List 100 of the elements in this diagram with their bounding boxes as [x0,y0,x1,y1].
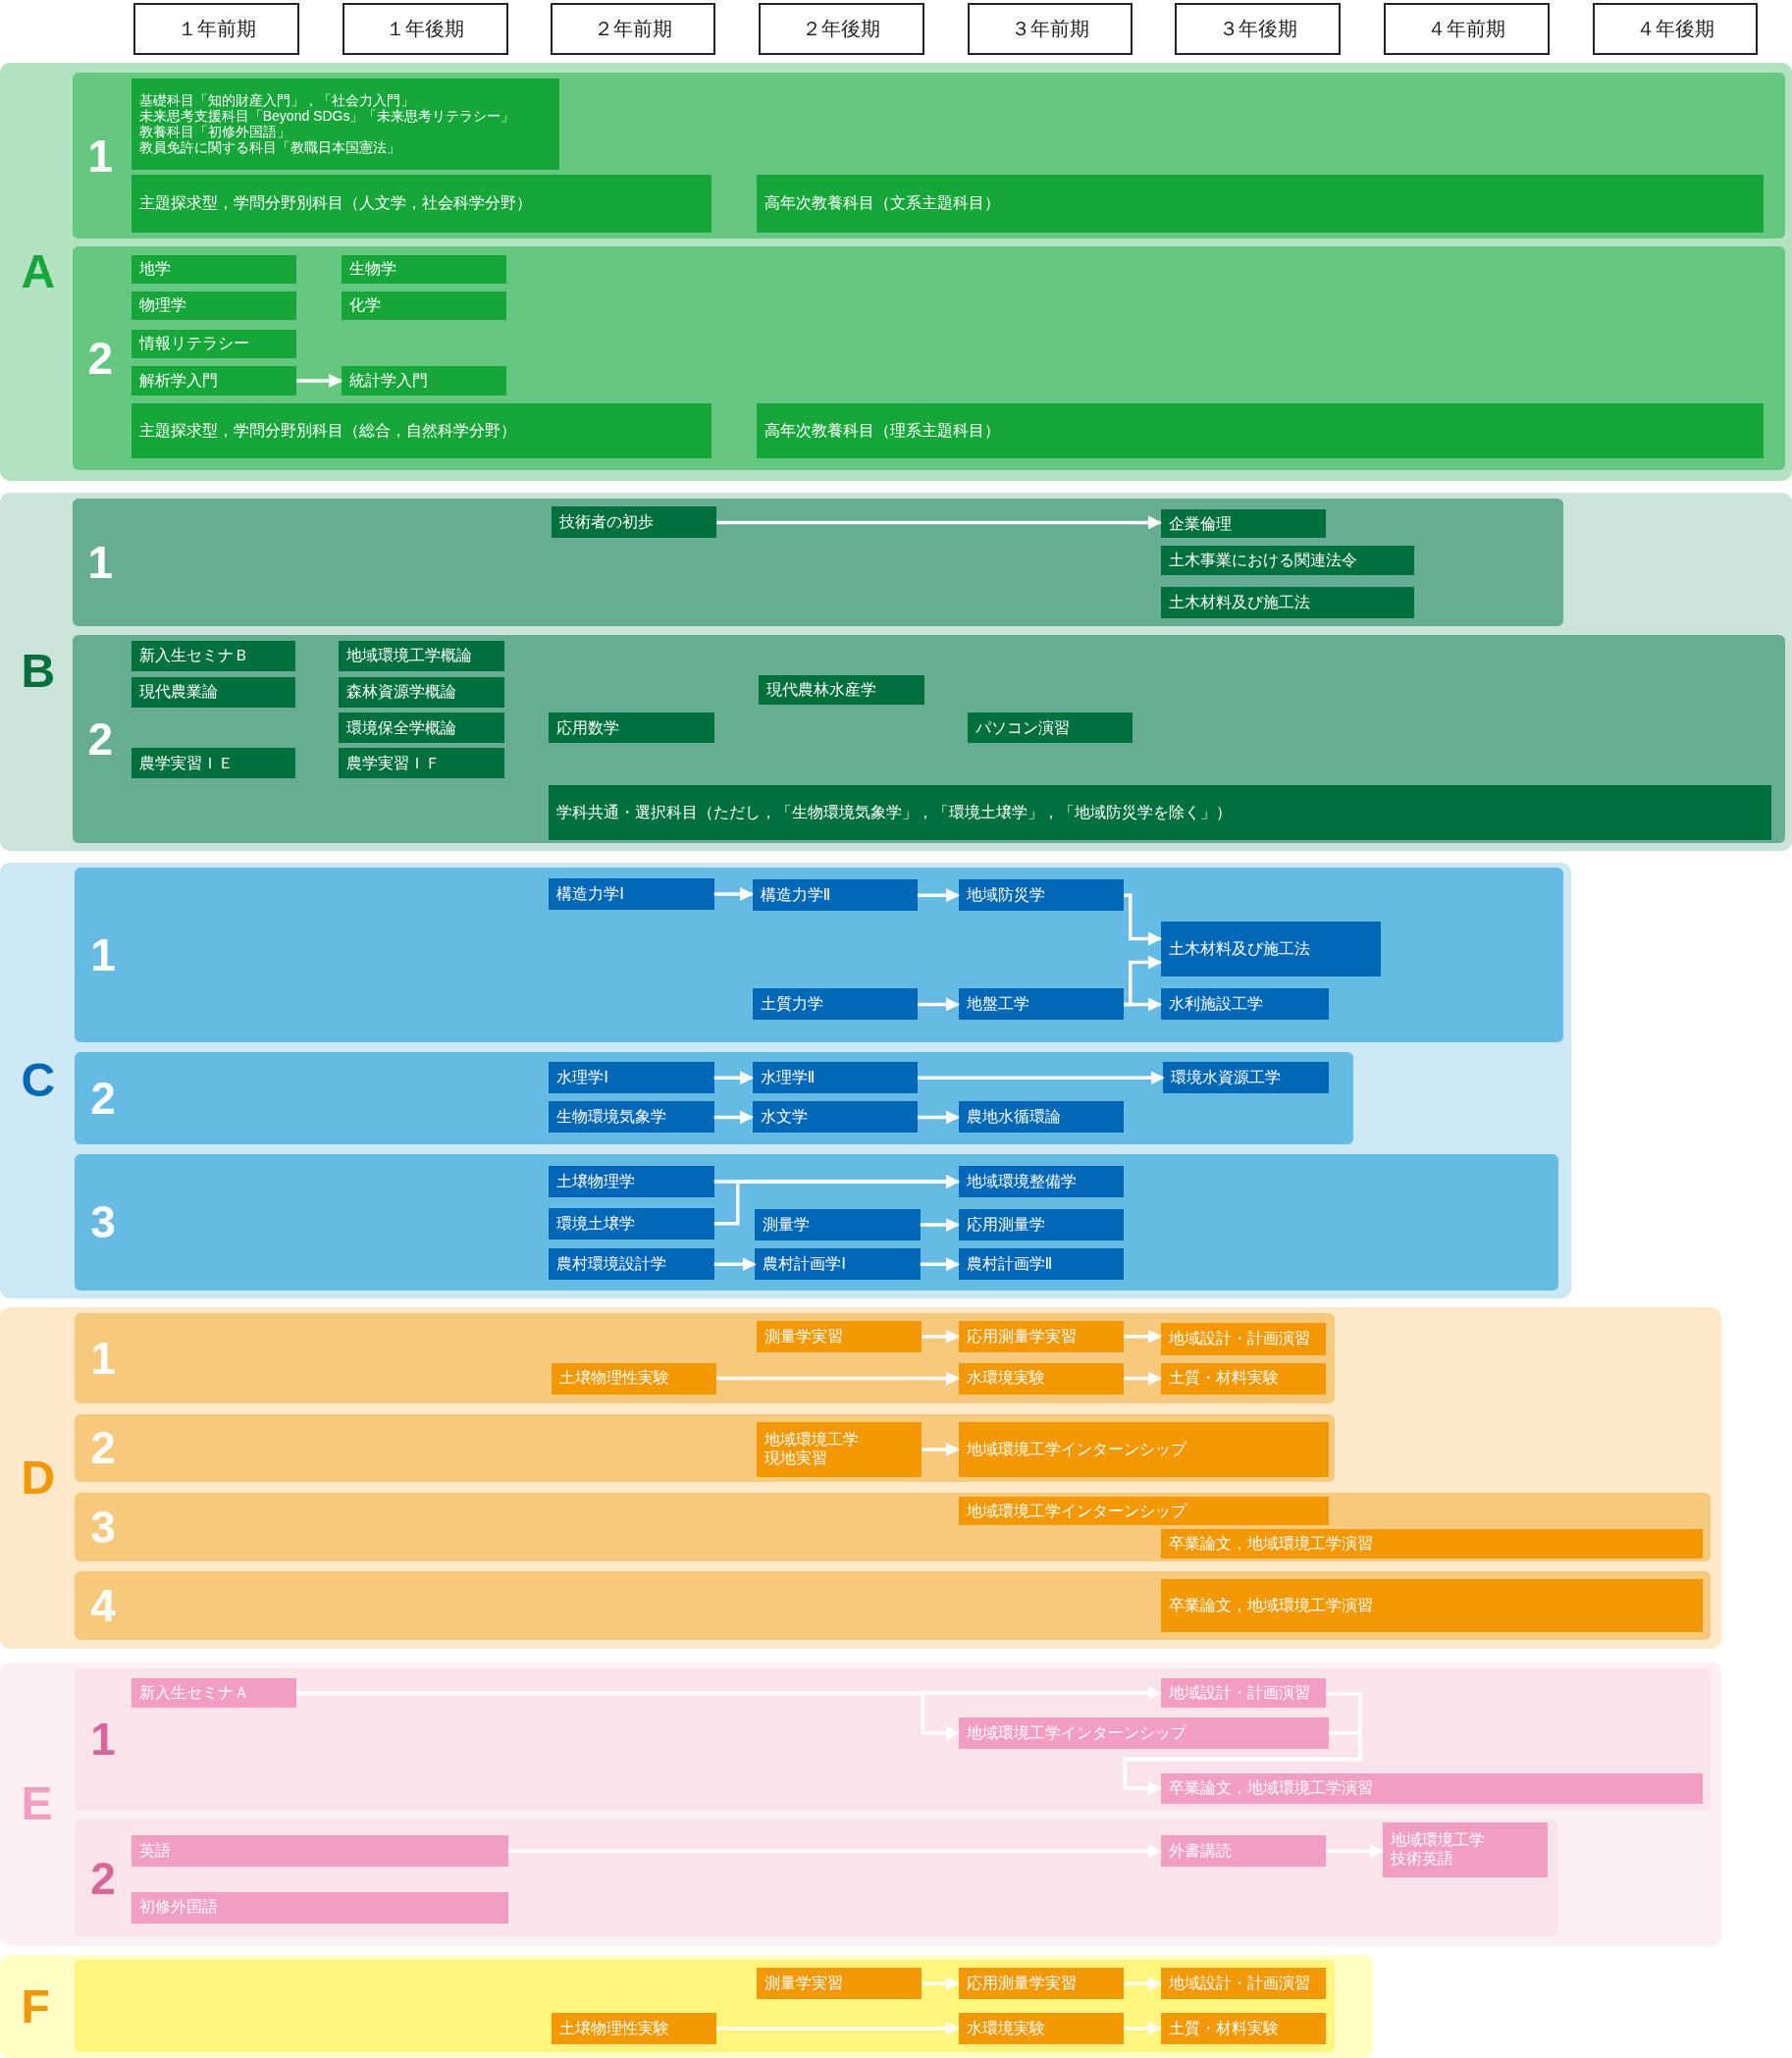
arrow [296,373,343,388]
band-number: 2 [87,716,114,763]
course-box: 地域設計・計画演習 [1160,1323,1327,1355]
course-box: 農村計画学Ⅰ [755,1248,921,1281]
arrow [716,2021,960,2035]
arrow [713,1071,754,1085]
course-box: 構造力学Ⅰ [549,877,714,910]
course-box [131,79,559,170]
course-box: 土質・材料実験 [1160,2012,1327,2044]
category-band [0,63,1792,481]
arrow [918,997,960,1012]
subcategory-band [75,1820,1558,1937]
band-number: 2 [90,1425,116,1471]
category-band [0,492,1792,851]
course-box: 応用測量学実習 [958,1968,1125,2000]
course-box: 水文学 [752,1101,919,1134]
course-box: 応用測量学 [958,1209,1125,1241]
course-box: 生物環境気象学 [549,1101,714,1134]
course-box: 水利施設工学 [1160,988,1329,1021]
band-number: 3 [90,1504,116,1550]
course-box: 地学 [131,254,297,284]
semester-header: ３年前期 [967,2,1133,56]
band-letter: C [21,1056,56,1104]
semester-header: ３年後期 [1175,2,1341,56]
subcategory-band [75,1051,1354,1145]
course-box: 初修外国語 [131,1891,508,1924]
course-box: 農村環境設計学 [549,1248,714,1281]
course-box: 主題探求型，学問分野別科目（人文学，社会科学分野） [131,174,712,233]
semester-header: １年前期 [133,2,299,56]
arrow [713,1175,960,1226]
arrow [922,1329,960,1344]
course-box: 地域防災学 [958,879,1125,912]
course-box: 土質・材料実験 [1160,1362,1327,1395]
course-box: 地域環境工学インターンシップ [958,1421,1329,1477]
subcategory-band [75,868,1564,1043]
band-letter: F [21,1982,50,2031]
course-box: 土壌物理性実験 [551,1362,717,1395]
course-box: 企業倫理 [1160,509,1327,539]
course-box: 水環境実験 [958,2012,1125,2044]
arrow [296,1686,1162,1700]
course-box: パソコン演習 [967,712,1133,744]
band-number: 2 [87,336,114,382]
arrow [713,887,754,901]
arrow [716,515,1162,530]
category-band [0,1307,1721,1650]
subcategory-band [75,1668,1712,1811]
course-box: 新入生セミナＢ [131,640,295,671]
course-box: 物理学 [131,290,297,321]
course-box: 現代農業論 [131,677,295,708]
subcategory-band [72,72,1786,239]
course-box: 水環境実験 [958,1362,1125,1395]
course-box: 現代農林水産学 [759,674,924,706]
arrow [918,1071,1165,1085]
subcategory-band [72,635,1786,843]
course-box: 水理学Ⅰ [549,1062,714,1094]
course-box: 環境水資源工学 [1163,1062,1329,1094]
subcategory-band [75,1571,1712,1640]
course-box: 地域設計・計画演習 [1160,1968,1327,2000]
course-box: 化学 [341,290,507,321]
course-box: 生物学 [341,254,507,284]
arrow [922,1977,960,1991]
arrow [1124,1371,1162,1386]
arrow [1124,997,1162,1012]
band-letter: E [21,1780,53,1828]
course-box: 測量学実習 [756,1320,922,1352]
category-band [0,862,1572,1298]
course-box: 高年次教養科目（文系主題科目） [756,174,1764,233]
subcategory-band [75,1312,1336,1403]
course-box: 技術者の初歩 [551,506,717,539]
course-box: 応用数学 [549,712,714,744]
arrow [920,1257,960,1272]
band-number: 1 [90,1335,116,1381]
course-box: 応用測量学実習 [958,1320,1125,1352]
arrow [1124,2021,1162,2035]
course-box: 構造力学Ⅱ [752,879,919,912]
course-box: 卒業論文，地域環境工学演習 [1160,1773,1703,1805]
course-box: 学科共通・選択科目（ただし，「生物環境気象学」，「環境土壌学」，「地域防災学を除く」） [549,784,1771,841]
arrow [713,1110,754,1125]
band-number: 3 [90,1199,116,1245]
subcategory-band [75,1413,1336,1483]
arrow [920,1218,960,1233]
course-list-line: 教養科目「初修外国語」 [138,124,290,140]
arrow [1124,893,1162,946]
arrow [1124,1329,1162,1344]
course-box: 森林資源学概論 [339,677,504,708]
course-box: 土木材料及び施工法 [1160,922,1382,977]
arrow [716,1371,960,1386]
arrow [296,1691,960,1740]
arrow [918,888,960,903]
course-box: 土木事業における関連法令 [1160,546,1414,575]
course-box: 農地水循環論 [958,1101,1125,1134]
course-box: 外書講読 [1160,1835,1327,1868]
subcategory-band [75,1960,1336,2052]
course-box: 地盤工学 [958,988,1125,1021]
band-number: 4 [90,1583,116,1628]
course-box: 測量学 [755,1209,921,1241]
arrow [1326,1844,1384,1859]
semester-header: １年後期 [343,2,508,56]
course-box: 地域環境整備学 [958,1165,1125,1197]
band-letter: B [21,648,56,696]
